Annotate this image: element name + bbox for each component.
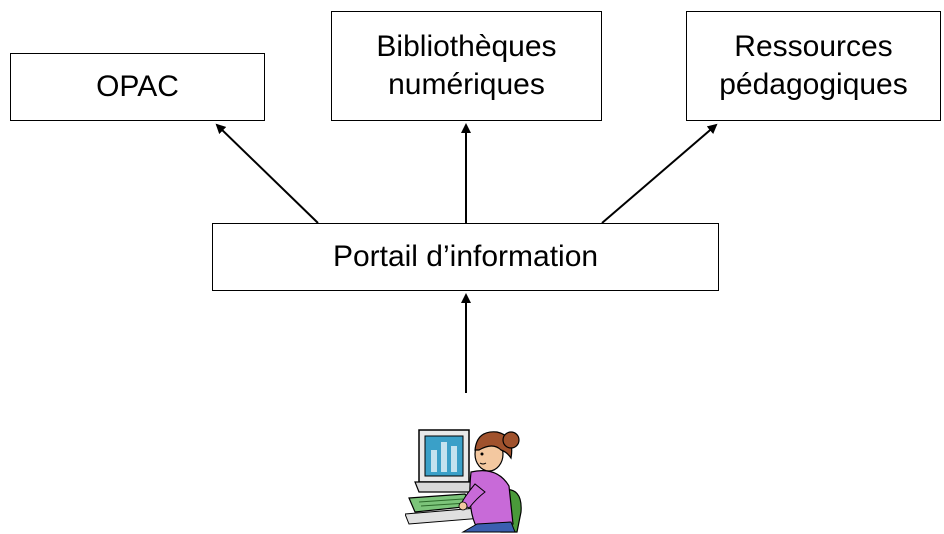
node-bibliotheques-numeriques: Bibliothèques numériques (331, 11, 602, 121)
node-portail-information: Portail d’information (212, 223, 719, 291)
node-ressources-pedagogiques: Ressources pédagogiques (686, 11, 941, 121)
edge-portail-to-opac (215, 123, 319, 224)
person-at-computer-icon (405, 429, 522, 533)
edge-portail-to-ressources (601, 123, 718, 224)
node-bibliotheques-line2: numériques (388, 68, 545, 101)
node-ressources-line1: Ressources (734, 30, 893, 63)
node-opac: OPAC (10, 53, 265, 121)
node-bibliotheques-line1: Bibliothèques (376, 30, 557, 63)
node-opac-label: OPAC (96, 70, 179, 103)
node-portail-label: Portail d’information (332, 240, 599, 273)
node-ressources-line2: pédagogiques (719, 68, 908, 101)
